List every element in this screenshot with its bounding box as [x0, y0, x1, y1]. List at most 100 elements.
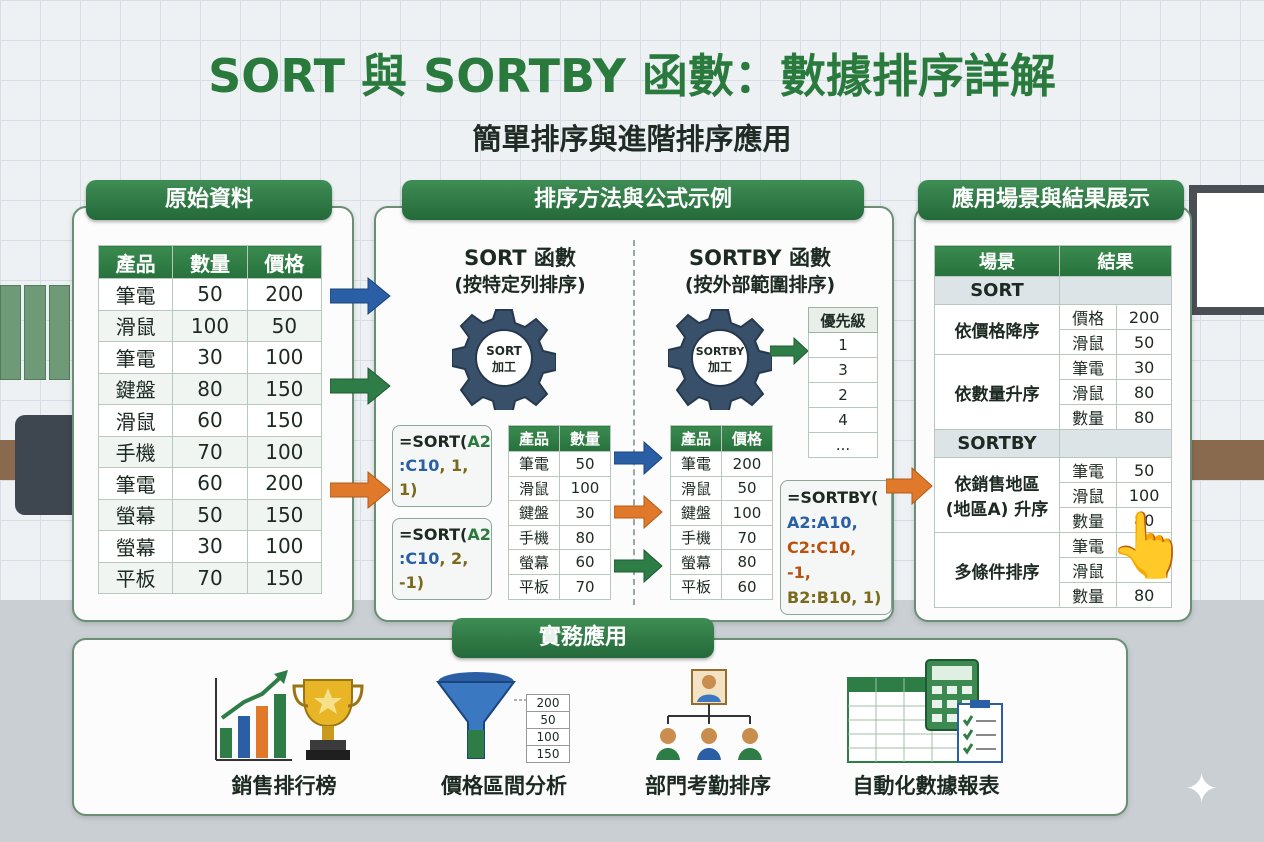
table-row: 4 — [808, 407, 878, 433]
scenario-line: 依銷售地區 — [954, 475, 1040, 495]
column-header: 數量 — [559, 425, 611, 452]
table-cell: 手機 — [508, 524, 560, 551]
funnel-value: 100 — [527, 729, 569, 746]
column-header: 場景 — [934, 245, 1060, 277]
table-cell: 60 — [172, 404, 248, 437]
table-cell: 70 — [559, 573, 611, 600]
sort-title: SORT 函數 — [464, 246, 576, 270]
sortby-gear-sublabel: 加工 — [707, 359, 732, 374]
funnel-value: 50 — [527, 712, 569, 729]
funnel-value: 150 — [536, 747, 560, 761]
section-label: SORT — [934, 276, 1060, 305]
spreadsheet-calculator-icon — [847, 659, 1003, 763]
result-cell: 200 — [1116, 304, 1172, 330]
formula-args: , 2, -1) — [399, 549, 469, 592]
table-row: ... — [808, 432, 878, 458]
sortby-formula: =SORTBY(A2:A10,C2:C10, -1,B2:B10, 1) — [780, 480, 892, 615]
orange-arrow-icon — [614, 494, 663, 530]
sort-formula-1: =SORT(A2:C10, 1, 1) — [392, 425, 492, 507]
table-cell: 200 — [246, 467, 323, 500]
sparkle-icon: ✦ — [1184, 764, 1220, 813]
table-cell: 鍵盤 — [97, 372, 174, 405]
column-header: 產品 — [670, 425, 722, 452]
table-cell: 螢幕 — [670, 549, 722, 575]
table-cell: 70 — [721, 524, 773, 551]
sort-gear-icon: SORT 加工 — [452, 309, 556, 410]
result-cell: 筆電 — [1058, 457, 1118, 483]
sales-ranking-chart-trophy-icon — [215, 670, 364, 761]
table-cell: 100 — [246, 341, 323, 374]
table-cell: 80 — [172, 372, 248, 405]
result-cell: 30 — [1116, 354, 1172, 380]
priority-cell: 4 — [808, 407, 878, 433]
table-cell: 50 — [246, 309, 323, 342]
table-cell: 60 — [721, 573, 773, 600]
methods-title: 排序方法與公式示例 — [402, 180, 864, 220]
table-cell: 100 — [721, 500, 773, 526]
table-cell: 50 — [172, 498, 248, 531]
result-cell: 價格 — [1058, 304, 1118, 330]
result-cell: 80 — [1116, 582, 1172, 608]
raw-to-sort-green-arrow-icon — [330, 366, 391, 406]
table-row: 1 — [808, 332, 878, 358]
table-cell: 150 — [246, 498, 323, 531]
application-label: 部門考勤排序 — [645, 774, 771, 798]
table-cell: 100 — [246, 530, 323, 563]
raw-to-sort-blue-arrow-icon — [330, 276, 391, 316]
application-label: 價格區間分析 — [441, 774, 567, 798]
sort-gear-sublabel: 加工 — [491, 359, 516, 374]
green-arrow-icon — [614, 548, 663, 584]
formula-ref: B2:B10, 1) — [787, 588, 882, 607]
page-subtitle: 簡單排序與進階排序應用 — [472, 122, 792, 156]
practice-title: 實務應用 — [452, 618, 714, 658]
priority-cell: 3 — [808, 357, 878, 383]
formula-text: =SORT( — [399, 525, 468, 544]
table-cell: 手機 — [97, 435, 174, 468]
sortby-title: SORTBY 函數 — [689, 246, 831, 270]
blue-arrow-icon — [614, 440, 663, 476]
result-cell: 滑鼠 — [1058, 482, 1118, 508]
results-title: 應用場景與結果展示 — [918, 180, 1184, 220]
result-cell: 80 — [1116, 507, 1172, 533]
table-cell: 滑鼠 — [97, 309, 174, 342]
table-cell: 滑鼠 — [508, 475, 560, 502]
column-header: 數量 — [172, 245, 248, 279]
formula-ref: :C10 — [399, 549, 440, 568]
table-row: 2 — [808, 382, 878, 408]
formula-ref: :C10 — [399, 456, 440, 475]
gear-to-priority-arrow — [770, 336, 809, 366]
result-cell: 50 — [1116, 329, 1172, 355]
scenario-label: 依數量升序 — [934, 354, 1060, 430]
table-cell: 70 — [172, 435, 248, 468]
funnel-icon — [436, 672, 526, 759]
table-cell: 滑鼠 — [97, 404, 174, 437]
table-cell: 50 — [172, 278, 248, 311]
table-cell: 100 — [559, 475, 611, 502]
formula-ref: C2:C10, -1, — [787, 538, 857, 582]
column-header: 價格 — [721, 425, 773, 452]
sortby-description: (按外部範圍排序) — [684, 274, 836, 296]
result-cell: 筆電 — [1058, 354, 1118, 380]
table-cell: 平板 — [508, 573, 560, 600]
table-cell: 200 — [246, 278, 323, 311]
section-label: SORTBY — [934, 429, 1060, 458]
priority-cell: 2 — [808, 382, 878, 408]
table-cell: 30 — [172, 341, 248, 374]
